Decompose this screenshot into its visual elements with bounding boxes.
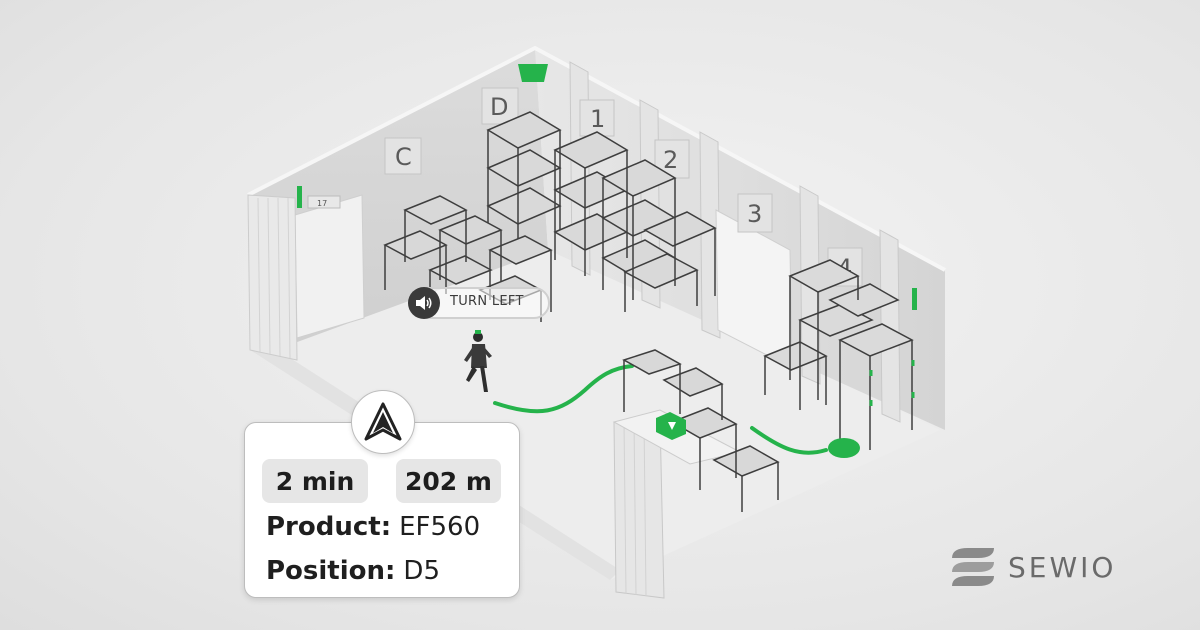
speaker-icon (408, 287, 440, 319)
target-arrow-icon (668, 422, 676, 430)
left-doorway (294, 194, 365, 339)
turn-left-prompt: TURN LEFT (408, 287, 550, 319)
zone-label-d: D (490, 93, 508, 121)
eta-time-badge: 2 min (262, 459, 368, 503)
zone-label-1: 1 (590, 105, 605, 133)
warehouse-floor (250, 240, 940, 580)
position-row: Position:D5 (266, 556, 440, 586)
left-curtain (247, 194, 298, 361)
zone-label-3: 3 (747, 200, 762, 228)
sewio-logo-icon (952, 548, 994, 586)
turn-left-text: TURN LEFT (450, 294, 524, 309)
rack-cluster-right (763, 259, 915, 450)
door-sign-number: 17 (317, 199, 327, 208)
navigation-arrow-icon (351, 390, 415, 454)
rack-cluster-front (622, 349, 780, 512)
zone-label-c: C (395, 143, 412, 171)
position-label: Position: (266, 556, 396, 586)
product-label: Product: (266, 512, 392, 542)
rtls-anchors (297, 64, 917, 310)
product-value: EF560 (399, 512, 481, 542)
worker-figure (464, 330, 492, 392)
navigation-path (493, 364, 634, 414)
rack-cluster-back (486, 111, 717, 312)
product-row: Product:EF560 (266, 512, 480, 542)
sewio-logo: SEWIO (948, 544, 1116, 590)
zone-label-2: 2 (663, 146, 678, 174)
position-value: D5 (403, 556, 440, 586)
destination-marker (828, 438, 860, 458)
navigation-path-end (750, 426, 828, 455)
door-sign (307, 195, 341, 209)
sewio-logo-text: SEWIO (1008, 550, 1117, 584)
distance-badge: 202 m (396, 459, 501, 503)
